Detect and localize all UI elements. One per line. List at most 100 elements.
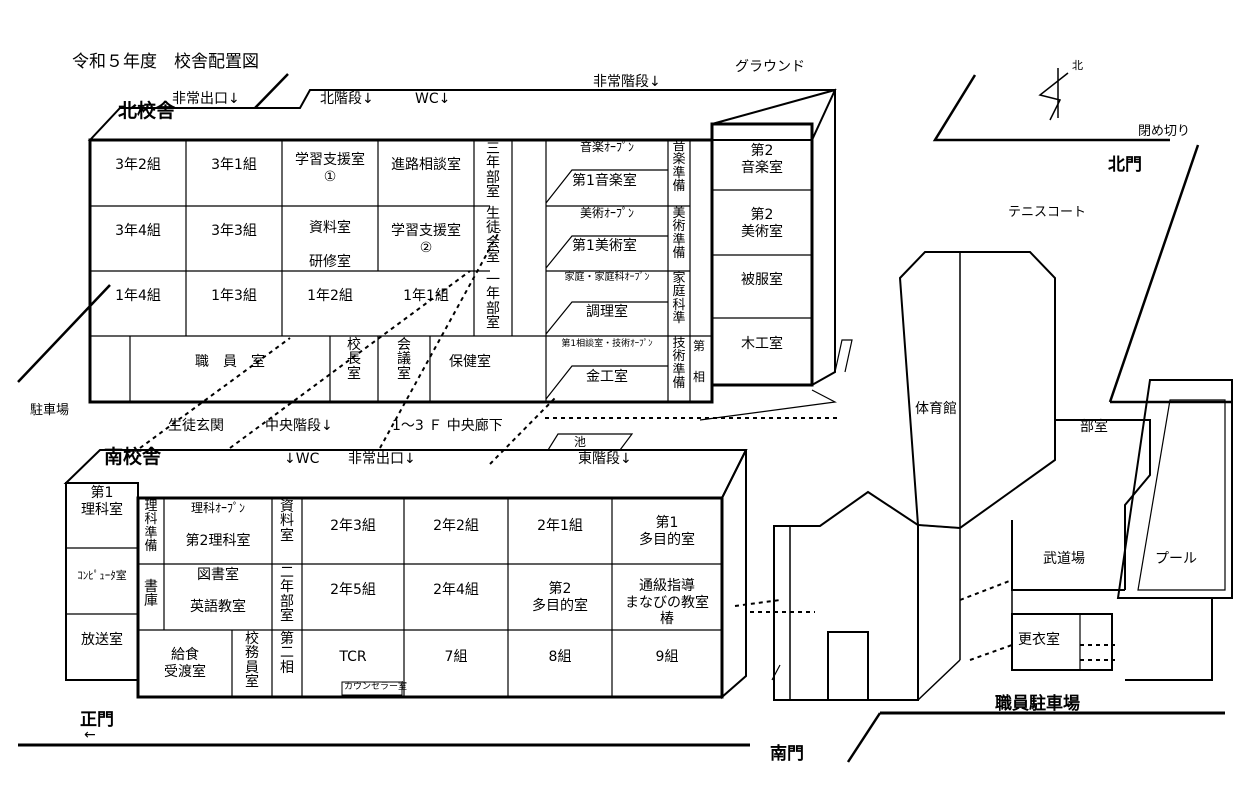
room-1-4: 1年4組 bbox=[115, 287, 161, 304]
room-tech-prep: 技 術 準 備 bbox=[672, 336, 686, 391]
label-east-stairs: 東階段↓ bbox=[578, 451, 632, 467]
room-wood: 木工室 bbox=[741, 335, 783, 352]
room-computer: ｺﾝﾋﾟｭｰﾀ室 bbox=[77, 569, 127, 583]
room-1-2: 1年2組 bbox=[307, 287, 353, 304]
room-broadcast: 放送室 bbox=[81, 631, 123, 648]
room-9: 9組 bbox=[655, 648, 679, 665]
room-tcr: TCR bbox=[339, 648, 367, 665]
room-3-1: 3年1組 bbox=[211, 156, 257, 173]
label-north: 北 bbox=[1072, 59, 1083, 72]
room-g1-club: 一 年 部 室 bbox=[486, 272, 500, 331]
label-south-gate: 南門 bbox=[770, 744, 804, 764]
label-club-room: 部室 bbox=[1080, 419, 1108, 435]
room-music-prep: 音 楽 準 備 bbox=[672, 139, 686, 194]
south-building-name: 南校舎 bbox=[104, 446, 162, 468]
connectors bbox=[546, 339, 853, 681]
room-second-counsel: 第 二 相 bbox=[280, 631, 294, 676]
sports-facilities-outline bbox=[1011, 379, 1233, 681]
dashed-corridors bbox=[139, 229, 1115, 661]
label-north-gate: 北門 bbox=[1108, 155, 1142, 175]
label-corridor: 1～3 Ｆ 中央廊下 bbox=[392, 418, 503, 434]
room-janitor: 校 務 員 室 bbox=[245, 631, 259, 690]
label-pond: 池 bbox=[574, 435, 587, 449]
label-south-exit: 非常出口↓ bbox=[348, 451, 416, 467]
room-health: 保健室 bbox=[449, 353, 491, 370]
label-main-gate: 正門 bbox=[80, 710, 114, 730]
room-music-2: 第2 音楽室 bbox=[741, 143, 783, 176]
room-art-1: 第1美術室 bbox=[572, 238, 637, 254]
room-library: 図書室 bbox=[197, 567, 239, 583]
room-2-4: 2年4組 bbox=[433, 581, 479, 598]
room-science-2: 第2理科室 bbox=[185, 533, 251, 549]
science-open: 理科ｵｰﾌﾟﾝ bbox=[190, 501, 245, 515]
room-art-2: 第2 美術室 bbox=[741, 207, 783, 240]
room-support-1: 学習支援室 ① bbox=[295, 152, 365, 185]
room-sou: 相 bbox=[693, 370, 706, 384]
room-meeting: 会 議 室 bbox=[397, 337, 411, 382]
room-2-5: 2年5組 bbox=[330, 581, 376, 598]
room-music-1: 第1音楽室 bbox=[572, 173, 637, 189]
label-budo: 武道場 bbox=[1043, 551, 1085, 567]
label-gym: 体育館 bbox=[915, 401, 957, 417]
north-building-name: 北校舎 bbox=[118, 100, 176, 122]
art-open: 美術ｵｰﾌﾟﾝ bbox=[579, 206, 634, 220]
room-3-2: 3年2組 bbox=[115, 156, 161, 173]
label-emergency-stairs: 非常階段↓ bbox=[593, 74, 661, 90]
label-north-stairs: 北階段↓ bbox=[320, 91, 374, 107]
label-pool: プール bbox=[1155, 551, 1197, 567]
boundary-lines bbox=[17, 73, 1232, 763]
room-metal: 金工室 bbox=[586, 369, 628, 385]
room-storage: 書 庫 bbox=[144, 579, 158, 610]
label-north-exit: 非常出口↓ bbox=[172, 91, 240, 107]
room-g3-club: 三 年 部 室 bbox=[486, 141, 500, 200]
room-support-2: 学習支援室 ② bbox=[391, 223, 461, 256]
label-closed: 閉め切り bbox=[1138, 124, 1191, 139]
room-home-prep: 家 庭 科 準 bbox=[672, 271, 686, 326]
room-kenshu: 研修室 bbox=[309, 253, 351, 270]
music-open: 音楽ｵｰﾌﾟﾝ bbox=[579, 140, 634, 154]
label-parking: 駐車場 bbox=[30, 403, 70, 418]
room-multi-1: 第1 多目的室 bbox=[639, 515, 695, 548]
label-wc-south: ↓WC bbox=[284, 451, 320, 467]
label-main-gate-arrow: ← bbox=[84, 727, 96, 743]
room-1-1: 1年1組 bbox=[403, 287, 449, 304]
room-counselor: カウンセラー室 bbox=[344, 682, 408, 692]
room-principal: 校 長 室 bbox=[347, 337, 361, 382]
room-lunch: 給食 受渡室 bbox=[164, 647, 206, 680]
room-3-4: 3年4組 bbox=[115, 222, 161, 239]
label-wc-north: WC↓ bbox=[415, 91, 451, 107]
room-materials: 資 料 室 bbox=[280, 499, 294, 544]
room-student-council: 生 徒 会 室 bbox=[486, 206, 500, 265]
room-8: 8組 bbox=[548, 648, 572, 665]
room-dai: 第 bbox=[693, 339, 706, 353]
room-7: 7組 bbox=[444, 648, 468, 665]
room-career: 進路相談室 bbox=[391, 156, 461, 173]
home-open: 家庭・家庭科ｵｰﾌﾟﾝ bbox=[564, 272, 650, 283]
room-cooking: 調理室 bbox=[586, 304, 628, 320]
north-arrow bbox=[1038, 68, 1069, 121]
label-locker-room: 更衣室 bbox=[1018, 632, 1060, 648]
room-1-3: 1年3組 bbox=[211, 287, 257, 304]
room-shiryo: 資料室 bbox=[309, 219, 351, 236]
room-2-2: 2年2組 bbox=[433, 517, 479, 534]
room-art-prep: 美 術 準 備 bbox=[672, 206, 686, 261]
room-english: 英語教室 bbox=[190, 599, 246, 615]
label-staff-parking: 職員駐車場 bbox=[995, 694, 1080, 714]
room-2-3: 2年3組 bbox=[330, 517, 376, 534]
tech-open: 第1相談室・技術ｵｰﾌﾟﾝ bbox=[561, 339, 653, 349]
map-title: 令和５年度 校舎配置図 bbox=[72, 52, 259, 72]
room-2-1: 2年1組 bbox=[537, 517, 583, 534]
south-building-outline bbox=[63, 449, 748, 700]
room-3-3: 3年3組 bbox=[211, 222, 257, 239]
room-multi-2: 第2 多目的室 bbox=[532, 581, 588, 614]
room-science-prep: 理 科 準 備 bbox=[144, 499, 158, 554]
label-center-stairs: 中央階段↓ bbox=[265, 418, 333, 434]
room-tsukyu: 通級指導 まなびの教室 椿 bbox=[625, 577, 709, 628]
north-building-outline bbox=[87, 88, 837, 404]
room-science-1: 第1 理科室 bbox=[81, 485, 123, 518]
room-staff: 職 員 室 bbox=[195, 353, 265, 370]
room-g2-club: 二 年 部 室 bbox=[280, 565, 294, 624]
room-clothing: 被服室 bbox=[741, 271, 783, 288]
